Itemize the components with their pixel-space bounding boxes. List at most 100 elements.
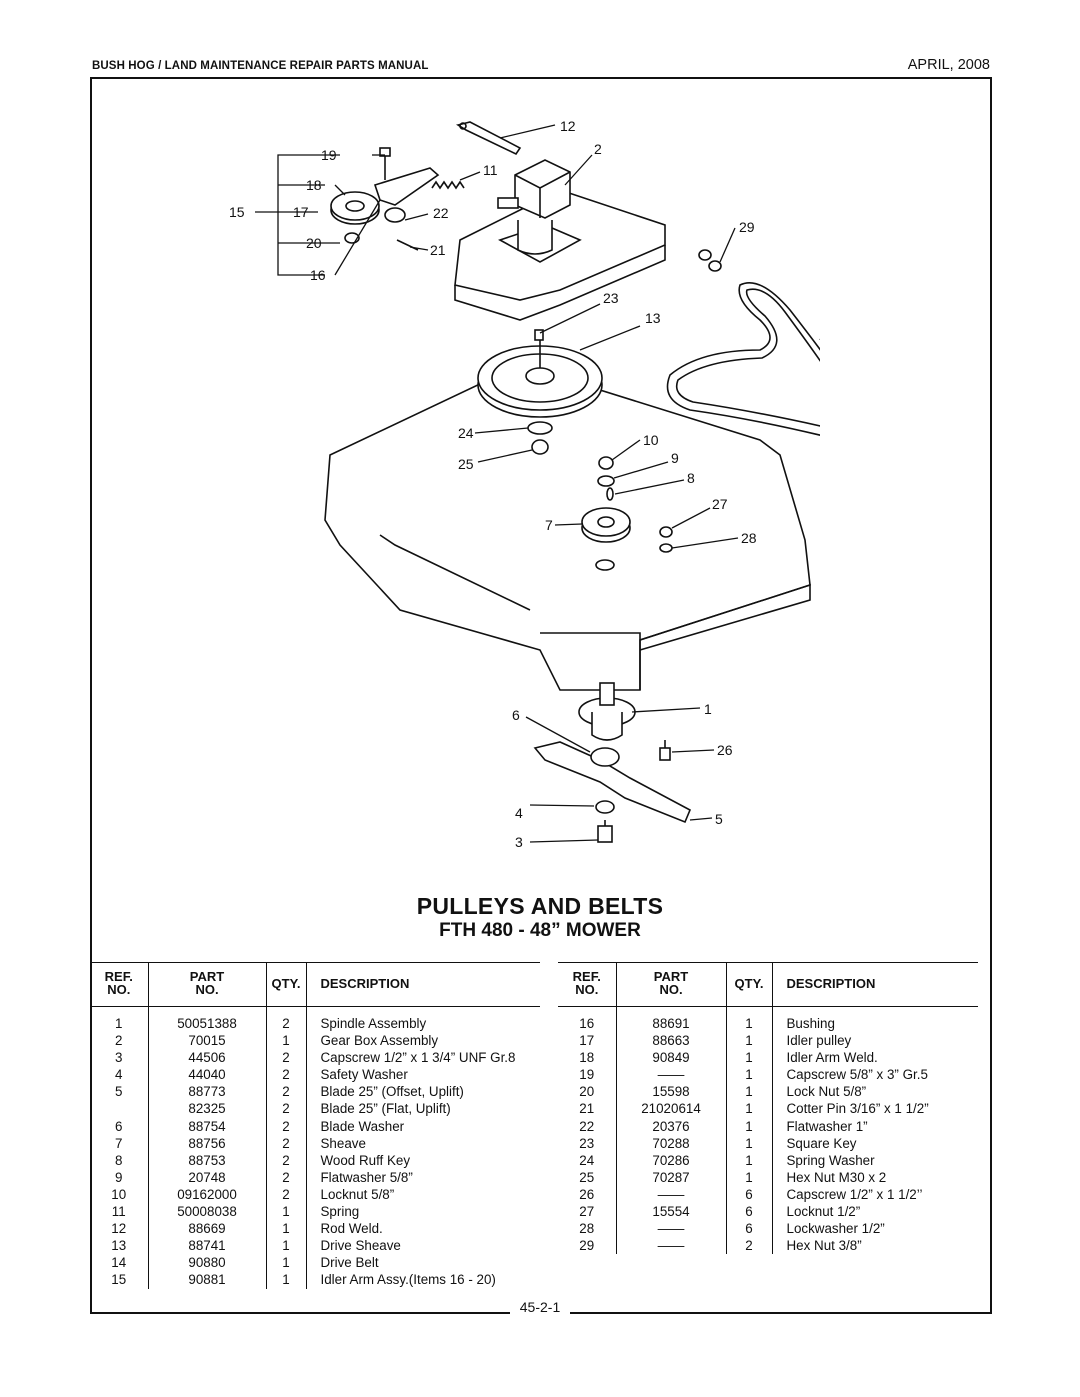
header-qty: QTY.	[266, 962, 307, 1007]
ref-cell: 7	[115, 1135, 123, 1151]
quantity-cell: 1	[726, 1049, 773, 1067]
callout-29: 29	[739, 219, 755, 235]
description-cell: Capscrew 1/2” x 1 1/2’’	[786, 1186, 923, 1202]
sheave-icon	[581, 507, 631, 543]
wood-ruff-key-icon	[606, 487, 614, 501]
ref-cell: 26	[579, 1186, 595, 1202]
quantity-cell: 1	[266, 1254, 307, 1272]
part-number-cell: 88753	[147, 1151, 267, 1169]
description-cell: Sheave	[320, 1135, 366, 1151]
part-number-cell: 50051388	[147, 1006, 267, 1033]
ref-cell: 24	[579, 1152, 595, 1168]
part-number-cell: 88669	[147, 1220, 267, 1238]
part-number-cell: 82325	[147, 1100, 267, 1118]
page-number: 45-2-1	[0, 1299, 1080, 1317]
quantity-cell: 2	[266, 1100, 307, 1118]
safety-washer-icon	[595, 800, 615, 814]
ref-cell: 29	[579, 1238, 595, 1254]
part-number-cell: ——	[615, 1220, 727, 1238]
callout-25: 25	[458, 456, 474, 472]
blade-washer-icon	[590, 747, 620, 767]
callout-23: 23	[603, 290, 619, 306]
hex-nut-icon	[531, 439, 549, 455]
ref-cell: 5	[115, 1084, 123, 1100]
lockwasher-icon	[659, 543, 673, 553]
callout-17: 17	[293, 204, 309, 220]
callout-28: 28	[741, 530, 757, 546]
callout-26: 26	[717, 742, 733, 758]
quantity-cell: 2	[266, 1117, 307, 1135]
ref-cell: 13	[111, 1238, 127, 1254]
ref-cell	[90, 1100, 148, 1117]
drive-belt-icon	[666, 281, 820, 436]
callout-22: 22	[433, 205, 449, 221]
ref-cell: 18	[579, 1050, 595, 1066]
ref-cell: 17	[579, 1033, 595, 1049]
description-cell: Cotter Pin 3/16” x 1 1/2”	[786, 1101, 929, 1117]
part-number-cell: 50008038	[147, 1203, 267, 1221]
description-cell: Idler Arm Weld.	[786, 1050, 878, 1066]
ref-cell: 4	[115, 1067, 123, 1083]
ref-cell: 1	[115, 1016, 123, 1031]
idler-pulley-icon	[330, 191, 380, 225]
part-number-cell: 90880	[147, 1254, 267, 1272]
part-number-cell: 09162000	[147, 1185, 267, 1204]
part-number-cell: 88773	[147, 1083, 267, 1101]
description-cell: Bushing	[786, 1016, 835, 1031]
callout-9: 9	[671, 450, 679, 466]
locknut-icon	[598, 456, 614, 470]
callout-20: 20	[306, 235, 322, 251]
callout-13: 13	[645, 310, 661, 326]
quantity-cell: 2	[266, 1066, 307, 1084]
ref-cell: 27	[579, 1204, 595, 1220]
description-cell: Safety Washer	[320, 1067, 408, 1083]
ref-cell: 3	[115, 1050, 123, 1066]
quantity-cell: 1	[266, 1032, 307, 1050]
description-cell: Flatwasher 5/8”	[320, 1169, 413, 1185]
quantity-cell: 1	[266, 1237, 307, 1255]
callout-4: 4	[515, 805, 523, 821]
quantity-cell: 2	[266, 1168, 307, 1186]
part-number-cell: 90849	[615, 1049, 727, 1067]
description-cell: Lockwasher 1/2”	[786, 1221, 885, 1237]
ref-cell: 21	[579, 1101, 595, 1117]
part-number-cell: 90881	[147, 1271, 267, 1289]
description-cell: Blade Washer	[320, 1118, 405, 1134]
callout-6: 6	[512, 707, 520, 723]
hex-nut-icon	[708, 260, 722, 272]
page-title: PULLEYS AND BELTS	[416, 893, 664, 919]
quantity-cell: 2	[266, 1151, 307, 1169]
quantity-cell: 2	[266, 1134, 307, 1152]
quantity-cell: 2	[266, 1083, 307, 1101]
ref-cell: 20	[579, 1084, 595, 1100]
part-number-cell: 70287	[615, 1168, 727, 1186]
part-number-cell: 70288	[615, 1134, 727, 1152]
ref-cell: 8	[115, 1152, 123, 1168]
flatwasher-icon	[597, 475, 615, 487]
quantity-cell: 2	[726, 1237, 773, 1255]
part-number-cell: 88754	[147, 1117, 267, 1135]
flatwasher-icon	[384, 207, 406, 223]
callout-24: 24	[458, 425, 474, 441]
part-number-cell: 21020614	[615, 1100, 727, 1118]
callout-10: 10	[643, 432, 659, 448]
drive-sheave-icon	[477, 329, 603, 418]
part-number-cell: 70015	[147, 1032, 267, 1050]
description-cell: Spring Washer	[786, 1152, 875, 1168]
